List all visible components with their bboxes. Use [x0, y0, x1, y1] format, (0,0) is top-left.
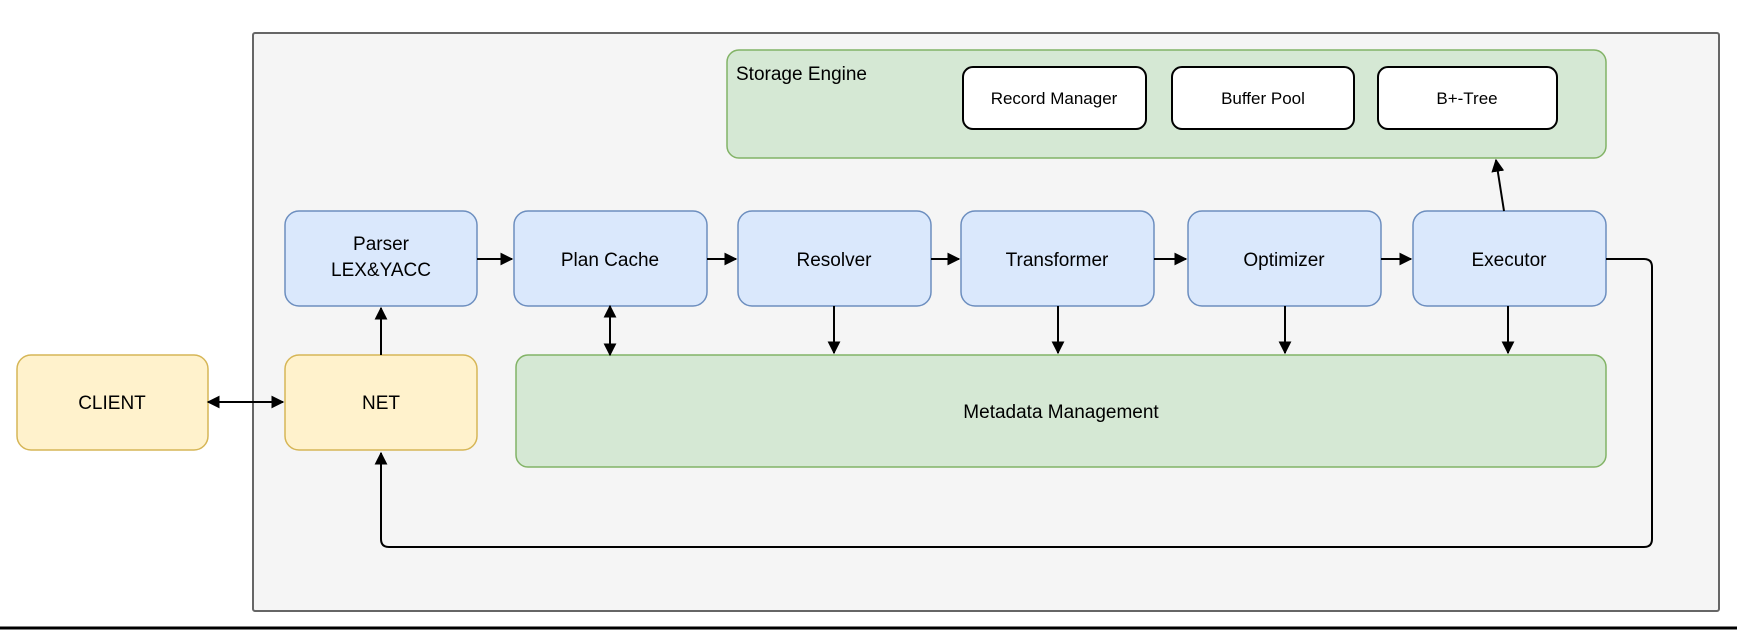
metadata-management-node: Metadata Management — [515, 354, 1607, 468]
resolver-node: Resolver — [737, 210, 932, 307]
plan-cache-node: Plan Cache — [513, 210, 708, 307]
parser-label-line1: Parser — [353, 234, 410, 255]
storage-engine-label: Storage Engine — [736, 64, 867, 85]
plan-cache-label: Plan Cache — [561, 250, 659, 271]
edge-executor-net-feedback — [374, 258, 1653, 548]
client-node: CLIENT — [16, 354, 209, 451]
optimizer-label: Optimizer — [1243, 250, 1325, 271]
net-node: NET — [284, 354, 478, 451]
optimizer-node: Optimizer — [1187, 210, 1382, 307]
buffer-pool-node: Buffer Pool — [1171, 66, 1355, 130]
net-label: NET — [362, 393, 400, 414]
client-label: CLIENT — [78, 393, 146, 414]
resolver-label: Resolver — [797, 250, 873, 271]
bplus-tree-node: B+-Tree — [1377, 66, 1558, 130]
record-manager-label: Record Manager — [991, 89, 1118, 108]
edge-executor-storage-engine — [1491, 158, 1505, 212]
transformer-label: Transformer — [1006, 250, 1109, 271]
buffer-pool-label: Buffer Pool — [1221, 89, 1305, 108]
transformer-node: Transformer — [960, 210, 1155, 307]
executor-label: Executor — [1472, 250, 1548, 271]
metadata-management-label: Metadata Management — [963, 402, 1159, 423]
record-manager-node: Record Manager — [962, 66, 1147, 130]
executor-node: Executor — [1412, 210, 1607, 307]
parser-label-line2: LEX&YACC — [331, 260, 431, 281]
bplus-tree-label: B+-Tree — [1436, 89, 1497, 108]
parser-node: Parser LEX&YACC — [284, 210, 478, 307]
